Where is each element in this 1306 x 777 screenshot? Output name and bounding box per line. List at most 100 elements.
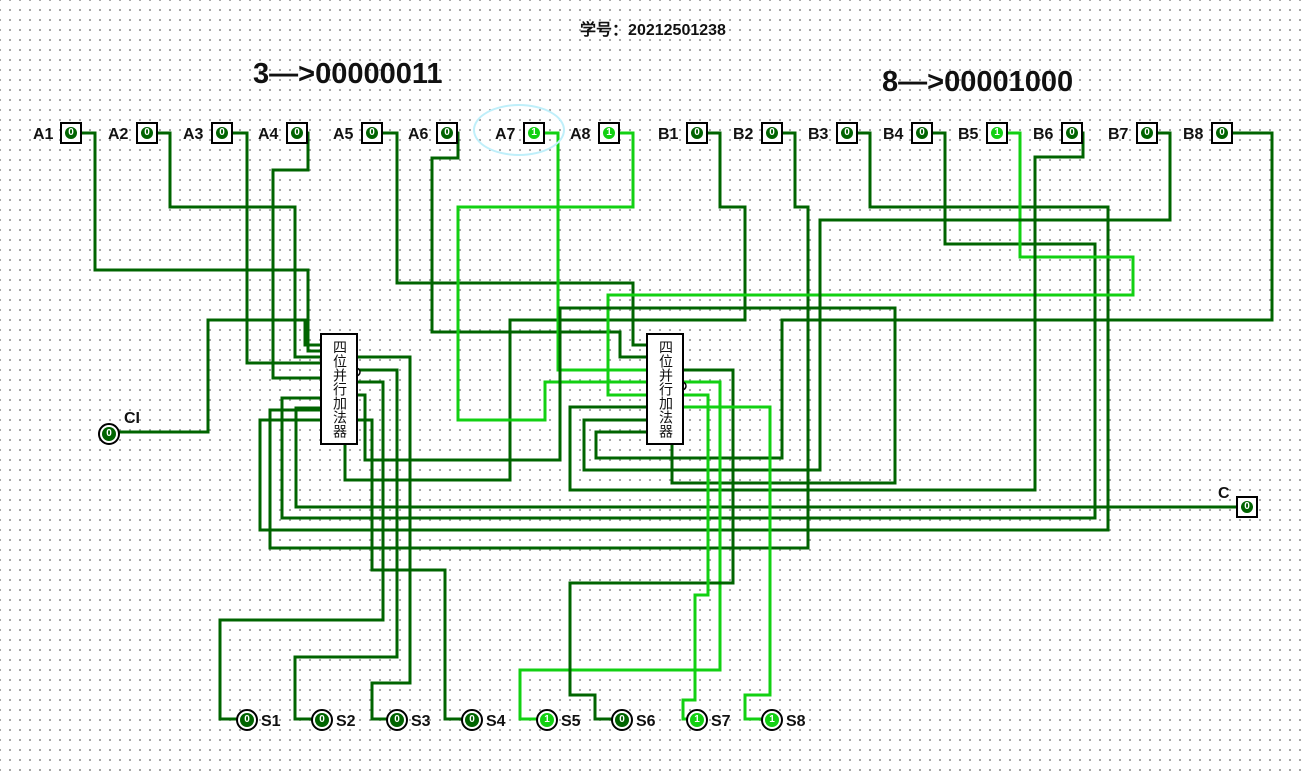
input-pin-a5[interactable]: 0 — [361, 122, 383, 144]
input-b4-label: B4 — [883, 126, 904, 143]
input-pin-b7[interactable]: 0 — [1136, 122, 1158, 144]
input-pin-a4[interactable]: 0 — [286, 122, 308, 144]
input-b7-value: 0 — [1141, 127, 1153, 139]
output-s3-value: 0 — [390, 713, 404, 727]
adder-chip-2[interactable]: 四位并行加法器 — [646, 333, 684, 445]
wire-b1 — [343, 131, 747, 482]
input-b1-value: 0 — [691, 127, 703, 139]
input-a1-label: A1 — [33, 126, 54, 143]
input-a6-value: 0 — [441, 127, 453, 139]
input-a8-label: A8 — [570, 126, 591, 143]
wire-s4 — [354, 418, 463, 721]
output-s8-value: 1 — [765, 713, 779, 727]
wire-a2 — [156, 131, 322, 359]
input-b7-label: B7 — [1108, 126, 1129, 143]
input-a5-value: 0 — [366, 127, 378, 139]
input-pin-a1[interactable]: 0 — [60, 122, 82, 144]
adder-chip-1[interactable]: 四位并行加法器 — [320, 333, 358, 445]
output-s1-value: 0 — [240, 713, 254, 727]
wire-b4 — [280, 131, 1097, 520]
input-a3-value: 0 — [216, 127, 228, 139]
input-a8-value: 1 — [603, 127, 615, 139]
output-s8-label: S8 — [786, 713, 806, 730]
wire-carry-mid — [354, 306, 897, 485]
wire-a3 — [231, 131, 322, 365]
student-id: 学号：20212501238 — [580, 22, 726, 39]
input-b4-value: 0 — [916, 127, 928, 139]
output-s7-label: S7 — [711, 713, 731, 730]
input-b3-label: B3 — [808, 126, 829, 143]
adder-chip-1-label: 四位并行加法器 — [331, 340, 347, 438]
input-pin-a7[interactable]: 1 — [523, 122, 545, 144]
output-pin-s3[interactable]: 0 — [386, 709, 408, 731]
output-s6-label: S6 — [636, 713, 656, 730]
output-s2-label: S2 — [336, 713, 356, 730]
wire-b2 — [268, 131, 810, 550]
wire-s3 — [354, 355, 412, 721]
wire-b5 — [606, 131, 1135, 397]
wire-a6 — [430, 131, 648, 359]
wire-a4 — [271, 131, 322, 380]
input-pin-b4[interactable]: 0 — [911, 122, 933, 144]
output-pin-s2[interactable]: 0 — [311, 709, 333, 731]
output-s5-label: S5 — [561, 713, 581, 730]
b-conversion-label: 8—>00001000 — [882, 66, 1074, 98]
input-pin-a2[interactable]: 0 — [136, 122, 158, 144]
input-pin-b2[interactable]: 0 — [761, 122, 783, 144]
input-pin-b8[interactable]: 0 — [1211, 122, 1233, 144]
output-pin-s1[interactable]: 0 — [236, 709, 258, 731]
input-pin-b6[interactable]: 0 — [1061, 122, 1083, 144]
a-conversion-label: 3—>00000011 — [253, 58, 443, 90]
input-a7-label: A7 — [495, 126, 516, 143]
wire-s5 — [518, 380, 722, 721]
input-a4-label: A4 — [258, 126, 279, 143]
wire-a8 — [456, 131, 648, 422]
output-s3-label: S3 — [411, 713, 431, 730]
output-s7-value: 1 — [690, 713, 704, 727]
wire-s2 — [293, 368, 399, 721]
input-b5-value: 1 — [991, 127, 1003, 139]
output-s4-label: S4 — [486, 713, 506, 730]
input-a2-label: A2 — [108, 126, 129, 143]
input-pin-a8[interactable]: 1 — [598, 122, 620, 144]
input-pin-b1[interactable]: 0 — [686, 122, 708, 144]
wire-a5 — [381, 131, 648, 347]
carry-in-pin[interactable]: 0 — [98, 423, 120, 445]
input-pin-a3[interactable]: 0 — [211, 122, 233, 144]
output-s5-value: 1 — [540, 713, 554, 727]
input-b8-value: 0 — [1216, 127, 1228, 139]
input-b1-label: B1 — [658, 126, 679, 143]
input-b6-value: 0 — [1066, 127, 1078, 139]
output-pin-s4[interactable]: 0 — [461, 709, 483, 731]
input-pin-b5[interactable]: 1 — [986, 122, 1008, 144]
output-pin-s6[interactable]: 0 — [611, 709, 633, 731]
carry-out-value: 0 — [1241, 501, 1253, 513]
input-b8-label: B8 — [1183, 126, 1204, 143]
carry-in-label: CI — [124, 410, 140, 427]
input-a6-label: A6 — [408, 126, 429, 143]
wire-b8 — [594, 131, 1274, 460]
output-s6-value: 0 — [615, 713, 629, 727]
wire-s8 — [680, 405, 772, 721]
wire-b7 — [582, 131, 1172, 472]
carry-out-pin[interactable]: 0 — [1236, 496, 1258, 518]
input-pin-b3[interactable]: 0 — [836, 122, 858, 144]
input-b5-label: B5 — [958, 126, 979, 143]
output-pin-s5[interactable]: 1 — [536, 709, 558, 731]
input-a5-label: A5 — [333, 126, 354, 143]
wire-b6 — [568, 131, 1085, 492]
input-pin-a6[interactable]: 0 — [436, 122, 458, 144]
input-a2-value: 0 — [141, 127, 153, 139]
wire-ci — [116, 318, 322, 434]
output-pin-s7[interactable]: 1 — [686, 709, 708, 731]
output-s4-value: 0 — [465, 713, 479, 727]
input-a1-value: 0 — [65, 127, 77, 139]
output-s2-value: 0 — [315, 713, 329, 727]
carry-in-value: 0 — [102, 427, 116, 441]
input-b2-label: B2 — [733, 126, 754, 143]
wire-s7 — [680, 393, 710, 721]
output-pin-s8[interactable]: 1 — [761, 709, 783, 731]
wire-s1 — [218, 380, 385, 721]
input-a3-label: A3 — [183, 126, 204, 143]
input-a7-value: 1 — [528, 127, 540, 139]
